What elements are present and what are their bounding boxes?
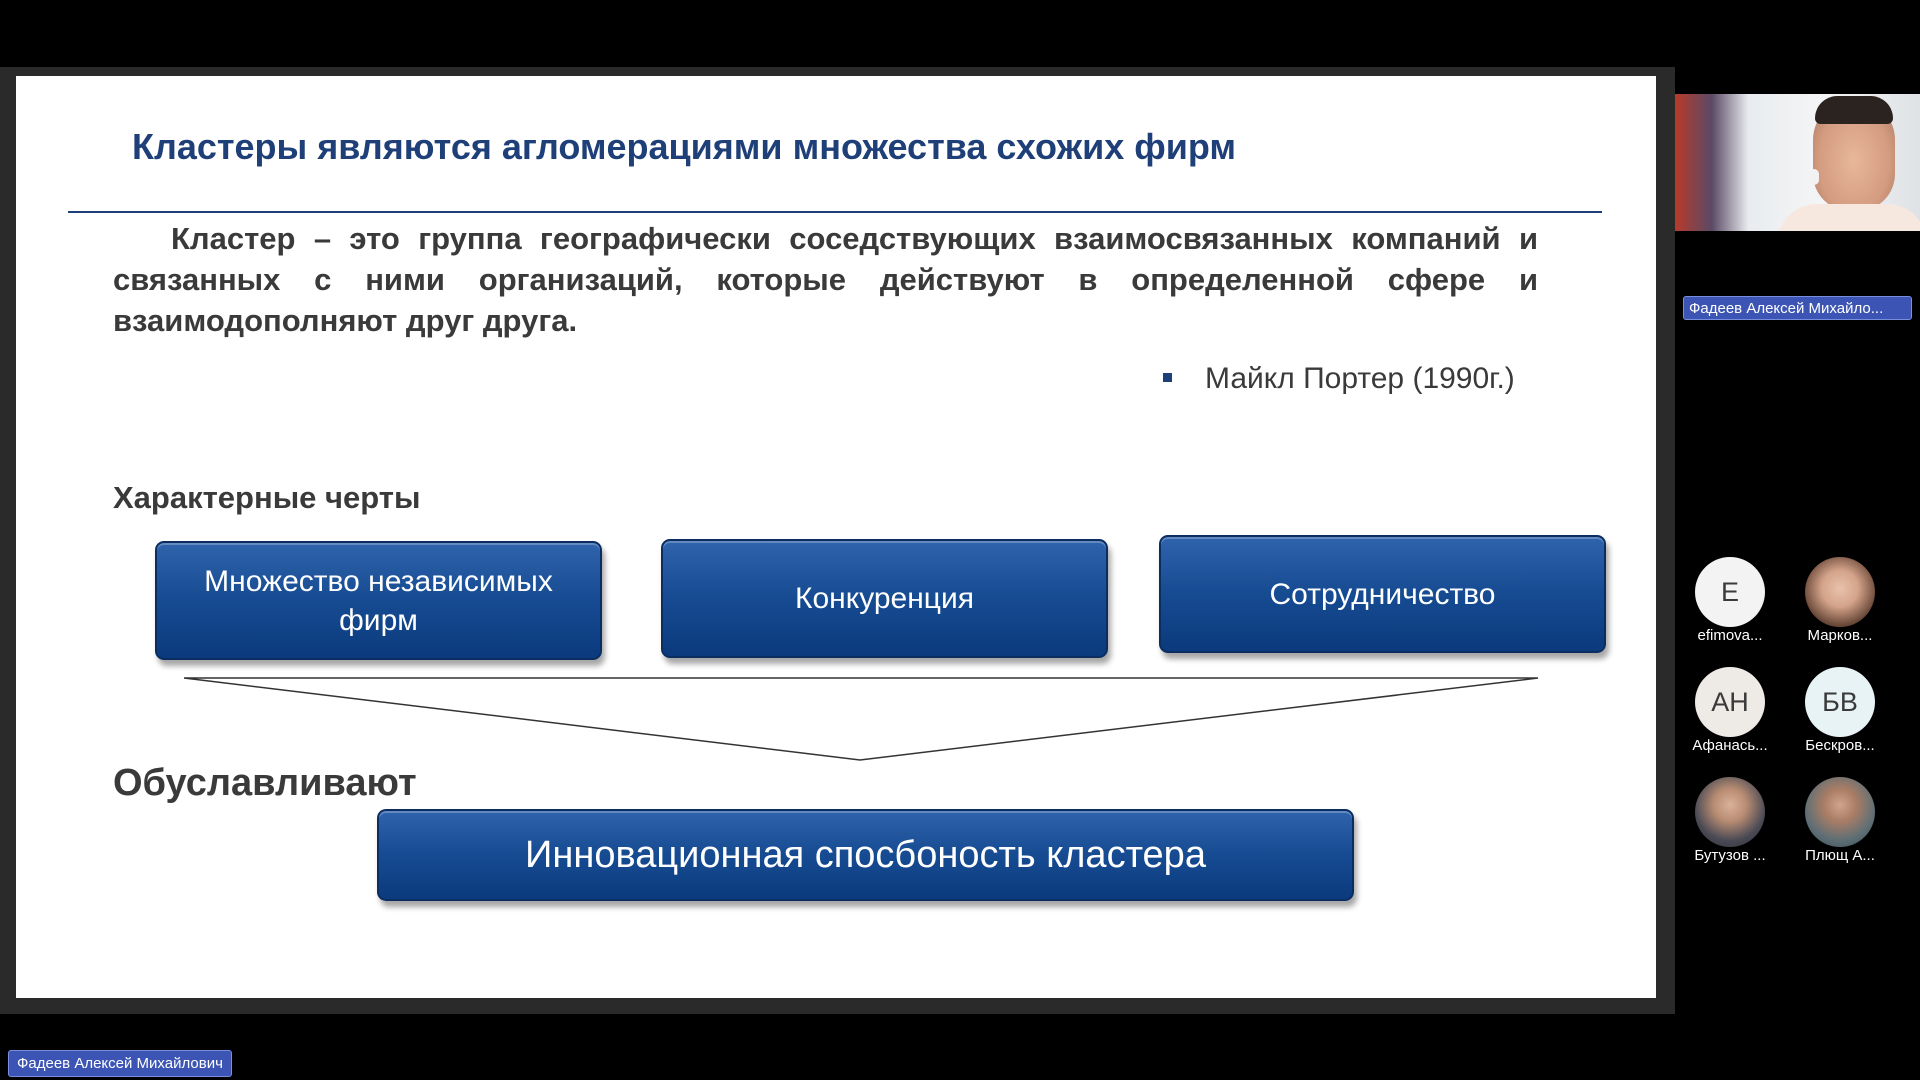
citation-text: Майкл Портер (1990г.) [1205, 362, 1515, 395]
participant-avatar: БВ [1805, 667, 1875, 737]
feature-label: Сотрудничество [1269, 577, 1496, 611]
participant-tile[interactable]: АН Афанась... [1675, 667, 1785, 754]
slide-title: Кластеры являются агломерациями множеств… [132, 126, 1237, 167]
speaker-earphone [1809, 169, 1819, 185]
cluster-definition: Кластер – это группа географически сосед… [113, 221, 1538, 338]
participant-tile[interactable]: БВ Бескров... [1785, 667, 1895, 754]
speaker-shirt [1777, 204, 1920, 231]
participant-avatar [1805, 557, 1875, 627]
presentation-slide: Кластеры являются агломерациями множеств… [16, 76, 1656, 998]
feature-label: Конкуренция [795, 582, 974, 615]
participant-avatar [1805, 777, 1875, 847]
feature-box-firms: Множество независимых фирм [155, 541, 602, 660]
speaker-hair [1815, 96, 1893, 124]
bullet-icon [1163, 372, 1172, 382]
participant-tile[interactable]: Бутузов ... [1675, 777, 1785, 864]
result-box: Инновационная спосбоность кластера [377, 809, 1354, 901]
feature-box-competition: Конкуренция [661, 539, 1108, 658]
speaker-video[interactable] [1675, 94, 1920, 231]
participant-name: Марков... [1807, 627, 1873, 644]
participant-name: Плющ А... [1805, 847, 1875, 864]
citation: Майкл Портер (1990г.) [1163, 362, 1563, 396]
title-divider [68, 211, 1602, 213]
funnel-line [183, 677, 1539, 761]
participant-tile[interactable]: Плющ А... [1785, 777, 1895, 864]
participant-avatar: E [1695, 557, 1765, 627]
participants-panel: Фадеев Алексей Михайло... E efimova... М… [1675, 0, 1920, 1080]
feature-box-cooperation: Сотрудничество [1159, 535, 1606, 653]
result-label: Инновационная спосбоность кластера [525, 833, 1206, 876]
participant-name: Бутузов ... [1694, 847, 1766, 864]
participant-name: Бескров... [1805, 737, 1875, 754]
participant-tile[interactable]: Марков... [1785, 557, 1895, 644]
speaker-name-label: Фадеев Алексей Михайло... [1683, 296, 1912, 320]
presenter-name-label: Фадеев Алексей Михайлович [8, 1050, 232, 1077]
determine-heading: Обуславливают [113, 762, 417, 804]
participant-avatar [1695, 777, 1765, 847]
participant-tile[interactable]: E efimova... [1675, 557, 1785, 644]
participant-name: Афанась... [1692, 737, 1768, 754]
participant-name: efimova... [1697, 627, 1763, 644]
participant-avatar: АН [1695, 667, 1765, 737]
feature-label: Множество независимых фирм [204, 564, 553, 637]
features-heading: Характерные черты [113, 480, 421, 515]
